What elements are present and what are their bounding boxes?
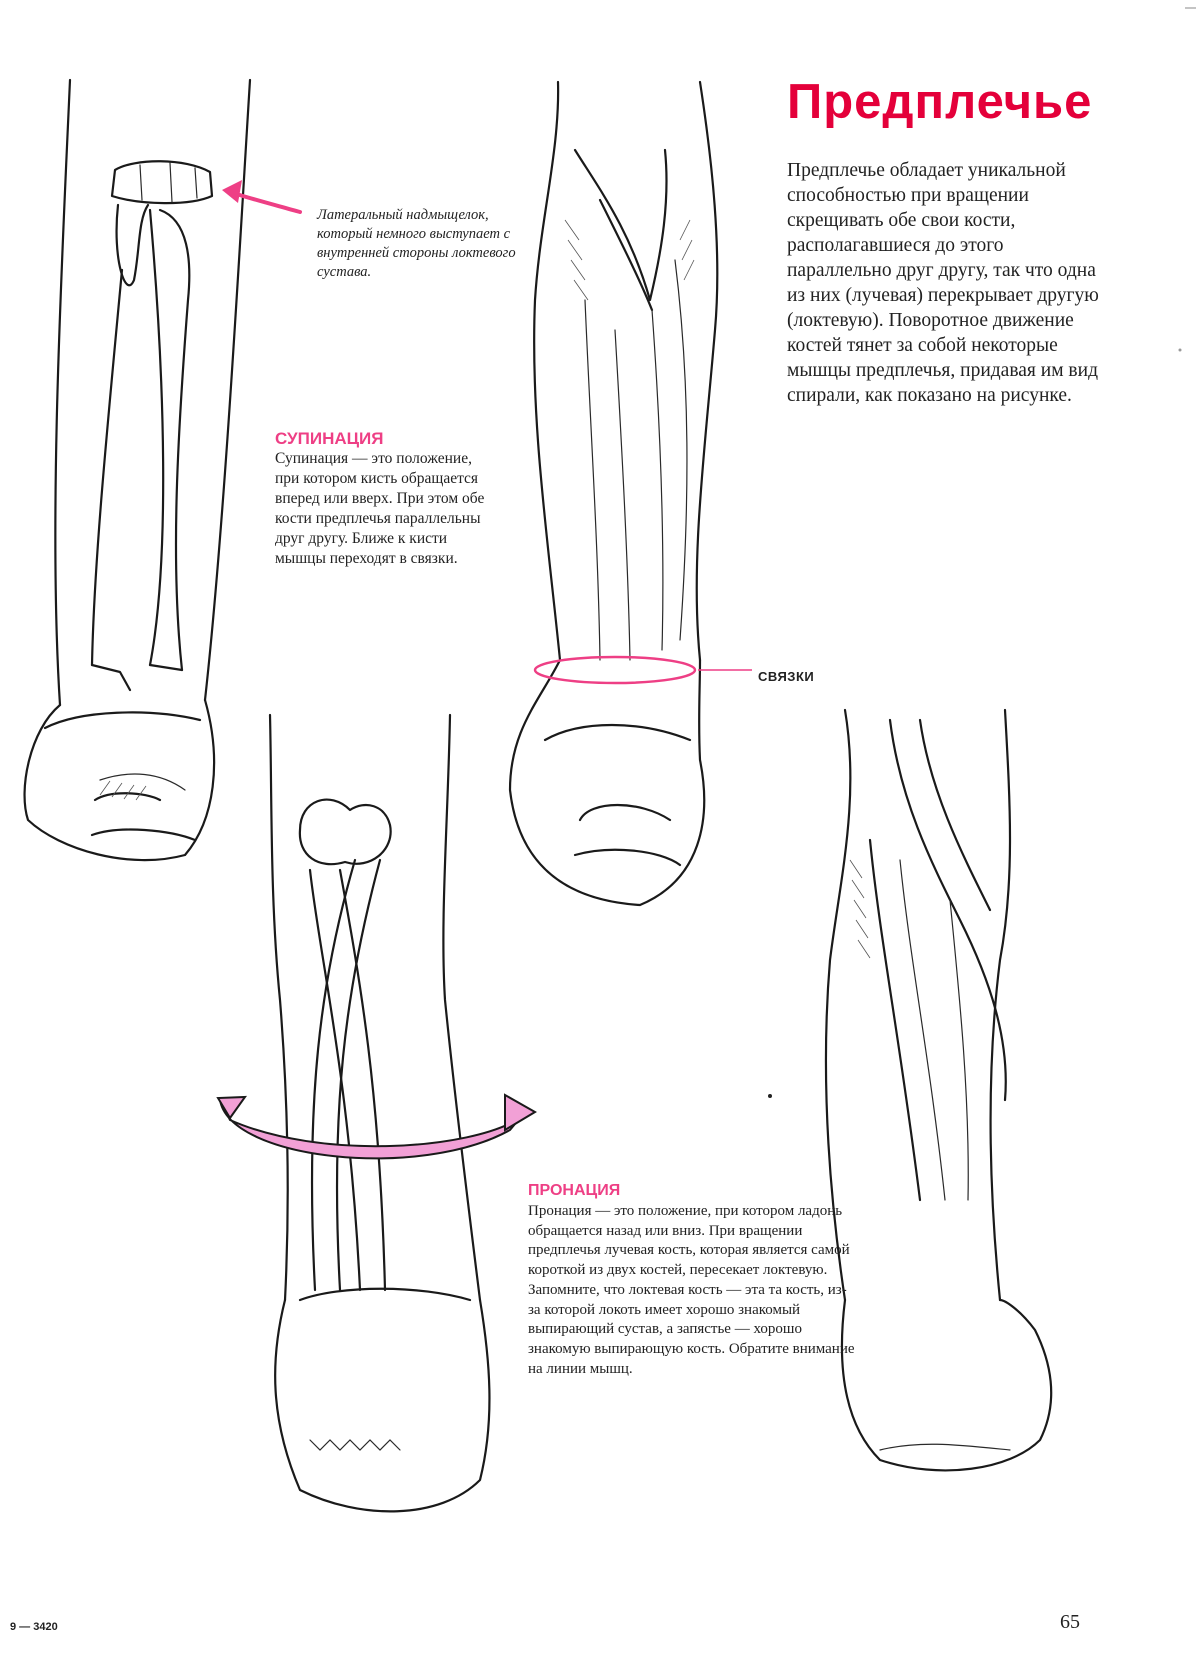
pronation-skeleton-drawing — [268, 713, 491, 1513]
footer-print-code: 9 — 3420 — [10, 1621, 58, 1633]
rotation-arrow — [216, 1093, 537, 1160]
intro-paragraph: Предплечье обладает уникальной способнос… — [787, 160, 1099, 406]
supination-text: Супинация — это положение, при котором к… — [275, 450, 485, 567]
page-title: Предплечье — [787, 75, 1093, 129]
epicondyle-callout: Латеральный надмыщелок, который немного … — [317, 207, 516, 280]
ligaments-label: СВЯЗКИ — [758, 669, 815, 684]
page-number: 65 — [1060, 1611, 1080, 1633]
ligaments-ring — [533, 655, 752, 685]
supination-skeleton-drawing — [23, 78, 252, 862]
epicondyle-arrow — [222, 180, 302, 214]
pronation-heading: ПРОНАЦИЯ — [528, 1182, 621, 1199]
forearm-muscles-drawing — [508, 80, 719, 907]
spiral-muscles-drawing — [824, 708, 1053, 1472]
supination-heading: СУПИНАЦИЯ — [275, 429, 384, 448]
pronation-text: Пронация — это положение, при котором ла… — [528, 1203, 855, 1377]
